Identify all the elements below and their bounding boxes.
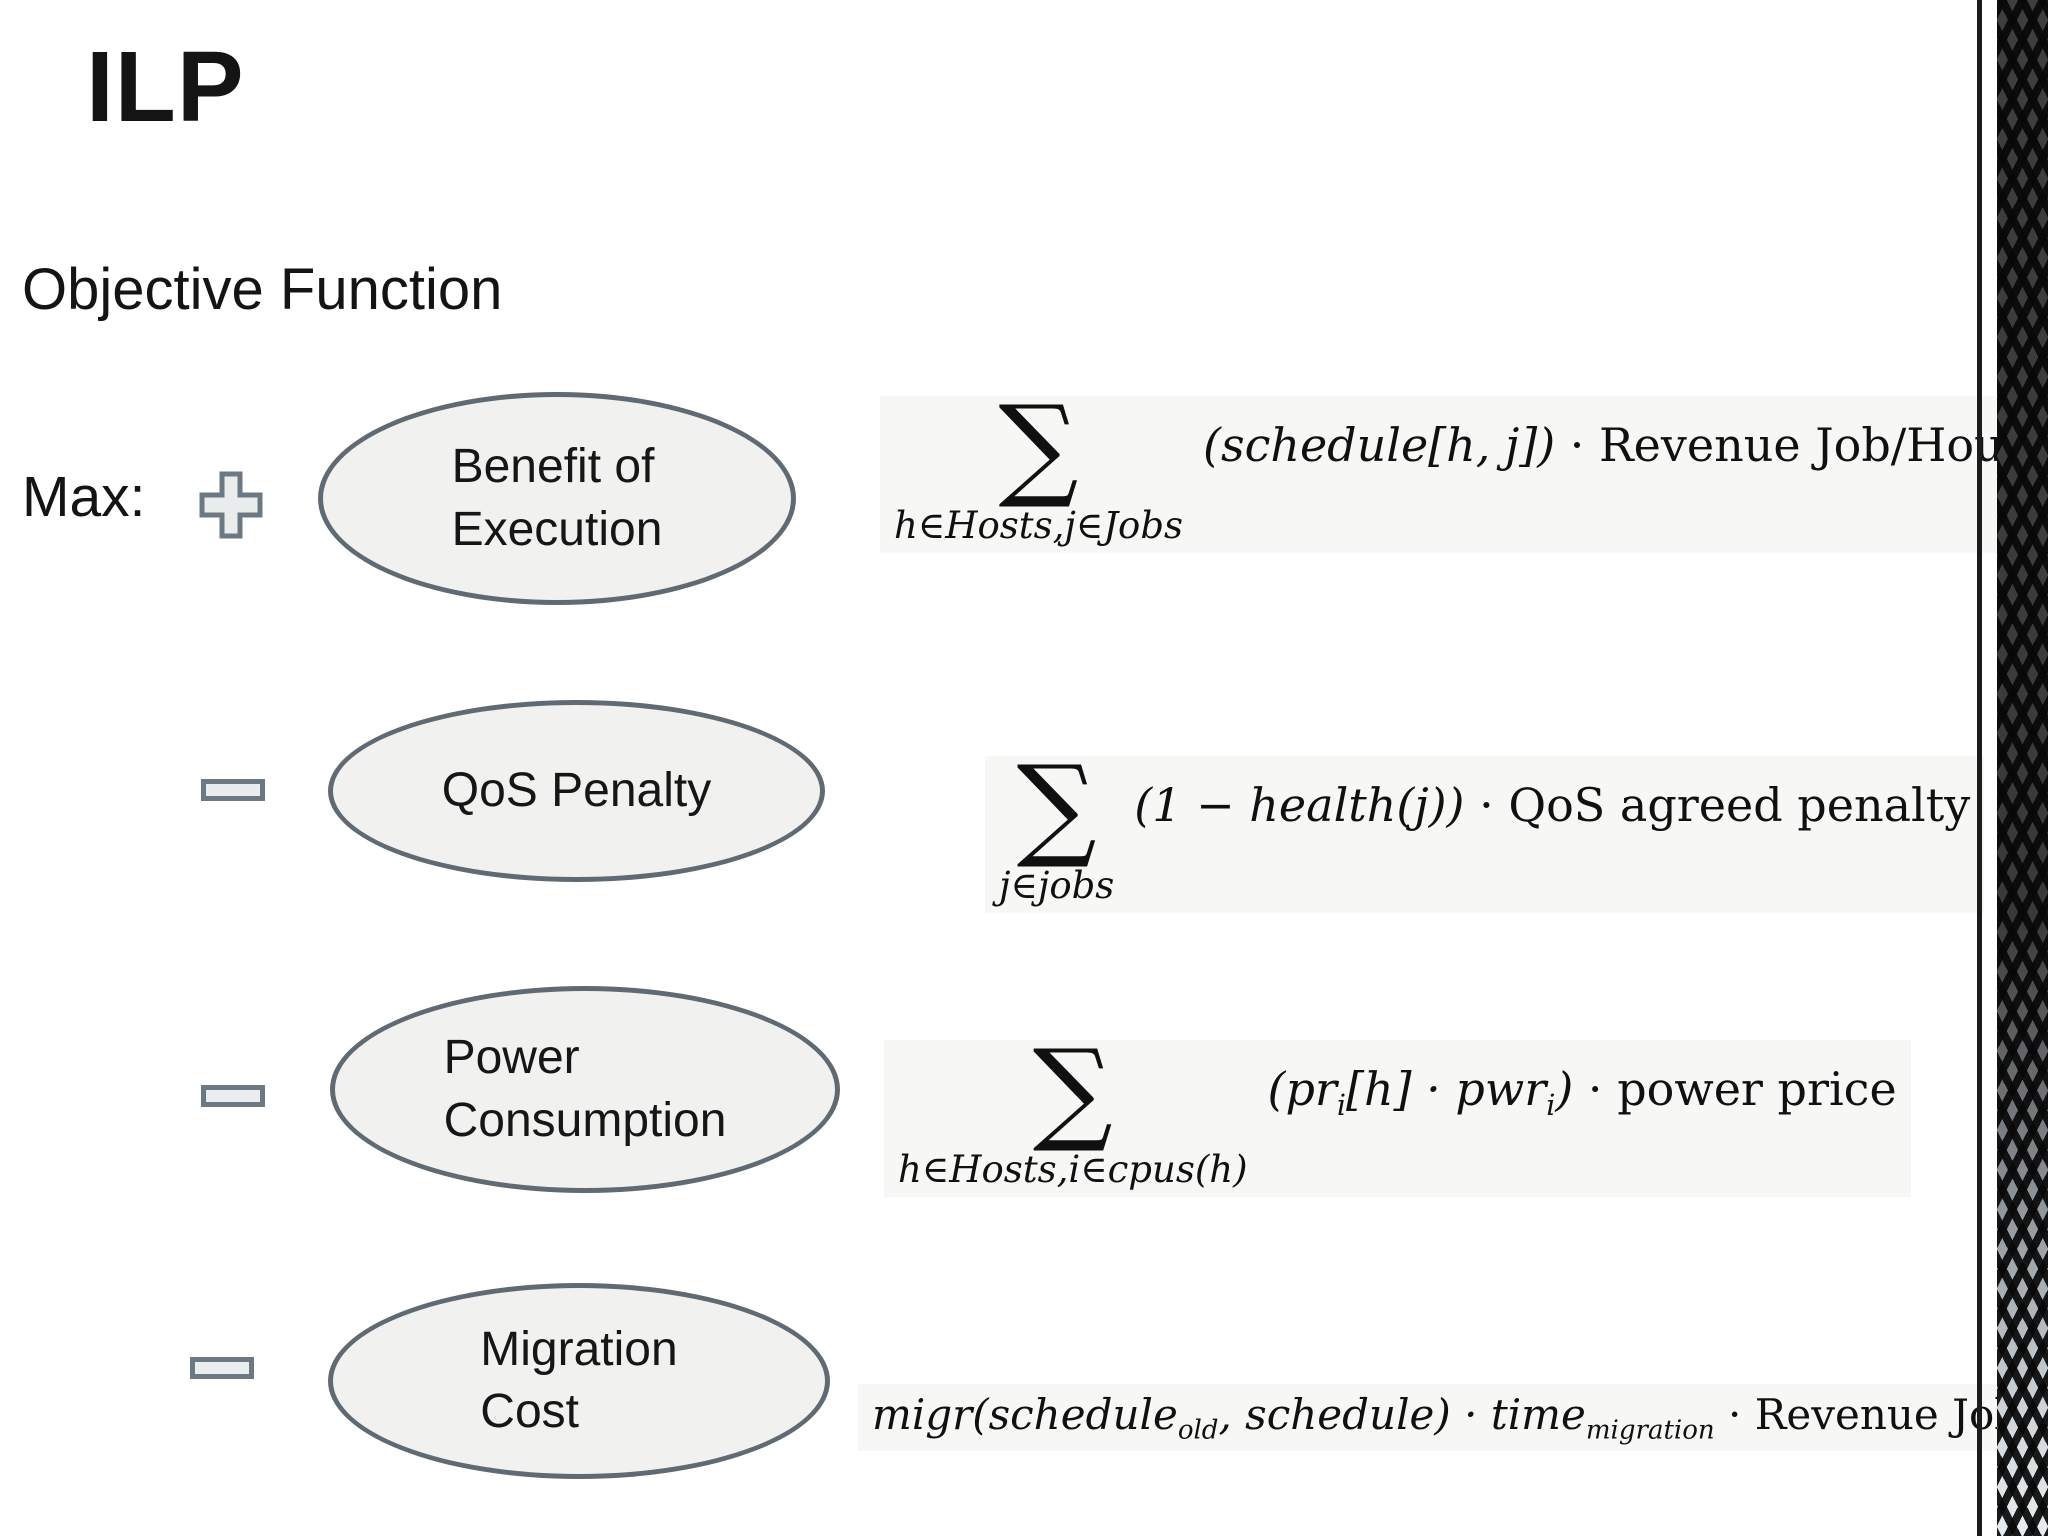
slide-title: ILP [86, 31, 245, 143]
formula-migration-cost: migr(scheduleold, schedule) · timemigrat… [858, 1384, 2048, 1452]
subscript: migration [1585, 1415, 1715, 1446]
ellipse-label-line: Consumption [443, 1093, 727, 1147]
expression-part: , schedule) · time [1218, 1390, 1586, 1439]
expression-part: [h] · pwr [1346, 1062, 1547, 1116]
minus-icon [190, 1357, 254, 1379]
expression-lhs: (schedule[h, j]) [1203, 418, 1556, 472]
expression: (1 − health(j)) · QoS agreed penalty [1134, 778, 1970, 832]
max-label: Max: [22, 465, 146, 529]
ellipse-label-line: Cost [480, 1385, 579, 1438]
background-texture-bar [1997, 0, 2048, 1536]
formula-benefit-of-execution: ∑ h∈Hosts,j∈Jobs (schedule[h, j]) · Reve… [880, 382, 2040, 553]
ellipse-migration-cost: Migration Cost [328, 1283, 830, 1479]
ellipse-label: Power Consumption [444, 1027, 727, 1152]
sum-limits: h∈Hosts,i∈cpus(h) [898, 1147, 1248, 1191]
dot-operator: · [1714, 1390, 1755, 1439]
summation: ∑ h∈Hosts,i∈cpus(h) [898, 1026, 1248, 1191]
sigma-symbol: ∑ [998, 382, 1079, 512]
ellipse-label-line: Execution [451, 502, 663, 556]
sigma-symbol: ∑ [1032, 1026, 1113, 1156]
sum-limits: j∈jobs [999, 863, 1115, 907]
ellipse-power-consumption: Power Consumption [330, 986, 840, 1193]
summation: ∑ j∈jobs [999, 742, 1115, 907]
plus-icon [199, 470, 263, 540]
ellipse-benefit-of-execution: Benefit of Execution [318, 392, 796, 605]
expression: (schedule[h, j]) · Revenue Job/Hour [1203, 418, 2026, 472]
expression-lhs: (1 − health(j)) [1134, 778, 1465, 832]
expression-rhs: power price [1617, 1062, 1897, 1116]
expression: (pri[h] · pwri) · power price [1268, 1062, 1897, 1122]
ellipse-label: QoS Penalty [442, 760, 711, 822]
ellipse-label: Migration Cost [480, 1319, 677, 1444]
subscript: i [1336, 1089, 1347, 1123]
ellipse-label-line: QoS Penalty [441, 763, 712, 817]
ellipse-qos-penalty: QoS Penalty [328, 700, 825, 882]
sigma-symbol: ∑ [1016, 742, 1097, 872]
expression-rhs: Revenue Job/Hour [1599, 418, 2026, 472]
formula-qos-penalty: ∑ j∈jobs (1 − health(j)) · QoS agreed pe… [985, 742, 1985, 913]
ellipse-label: Benefit of Execution [452, 436, 663, 561]
subscript: old [1177, 1415, 1219, 1446]
formula-power-consumption: ∑ h∈Hosts,i∈cpus(h) (pri[h] · pwri) · po… [884, 1026, 1911, 1197]
expression-part: ) [1555, 1062, 1574, 1116]
slide-edge-line [1977, 0, 1982, 1536]
minus-icon [201, 1085, 265, 1107]
summation: ∑ h∈Hosts,j∈Jobs [894, 382, 1184, 547]
ellipse-label-line: Benefit of [451, 440, 655, 494]
subscript: i [1546, 1089, 1556, 1123]
ellipse-label-line: Power [443, 1031, 580, 1085]
expression-part: migr(schedule [872, 1390, 1178, 1439]
minus-icon [201, 779, 265, 801]
expression-part: (pr [1267, 1062, 1337, 1116]
expression: migr(scheduleold, schedule) · timemigrat… [872, 1390, 2048, 1445]
expression-rhs: QoS agreed penalty [1508, 778, 1971, 832]
slide-subtitle: Objective Function [22, 257, 503, 322]
ellipse-label-line: Migration [480, 1322, 678, 1376]
sum-limits: h∈Hosts,j∈Jobs [894, 503, 1184, 547]
dot-operator: · [1464, 778, 1509, 832]
dot-operator: · [1555, 418, 1600, 472]
dot-operator: · [1573, 1062, 1618, 1116]
